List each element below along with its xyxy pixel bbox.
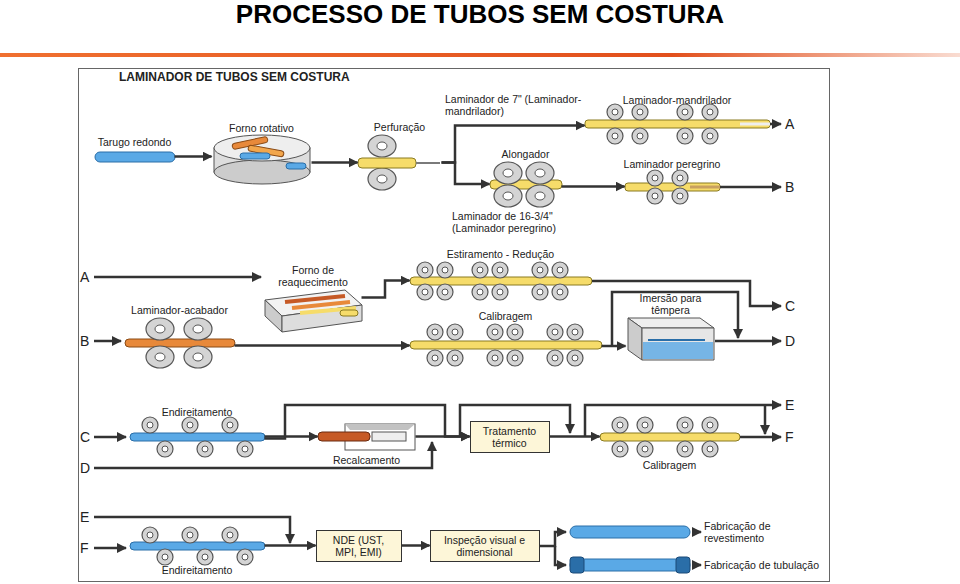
stage-caption: Imersão para têmpera <box>626 292 716 316</box>
flow-arrow <box>362 281 410 298</box>
process-stage: Laminador-mandrilador <box>585 108 770 144</box>
note-label: Laminador de 7" (Laminador-mandrilador) <box>445 93 585 117</box>
connector-letter: A <box>785 116 794 132</box>
flow-arrow <box>602 345 626 348</box>
note-label: Laminador de 16-3/4" (Laminador peregrin… <box>452 210 602 234</box>
flow-arrow <box>416 435 470 438</box>
flow-arrow <box>265 544 316 547</box>
stage-caption: Laminador-acabador <box>131 304 228 316</box>
flow-arrow <box>562 185 625 188</box>
process-stage: Laminador peregrino <box>625 172 720 202</box>
frame-panel: LAMINADOR DE TUBOS SEM COSTURA Tarugo red… <box>78 68 830 582</box>
box-text: NDE (UST, MPI, EMI) <box>322 534 396 558</box>
process-stage: Calibragem <box>600 419 740 457</box>
stage-caption: Calibragem <box>479 310 533 322</box>
stage-caption: Laminador-mandrilador <box>623 94 732 106</box>
connector-letter: D <box>80 460 90 476</box>
stage-caption: Endireitamento <box>162 564 233 576</box>
flow-arrow <box>175 155 212 158</box>
connector-letter: C <box>785 298 795 314</box>
connector-letter: C <box>80 429 90 445</box>
process-box: Inspeção visual e dimensional <box>430 530 540 562</box>
flow-arrow <box>550 435 600 438</box>
stage-caption: Estiramento - Redução <box>447 248 554 260</box>
flow-arrow <box>442 126 585 163</box>
process-stage: Calibragem <box>410 324 602 368</box>
process-stage: Imersão para têmpera <box>626 318 716 362</box>
flow-arrow <box>312 161 358 164</box>
connector-letter: E <box>80 509 89 525</box>
page-title: PROCESSO DE TUBOS SEM COSTURA <box>0 0 960 28</box>
note-label: Fabricação de tubulação <box>704 559 819 571</box>
connector-letter: B <box>785 179 794 195</box>
process-stage: Tarugo redondo <box>95 150 175 164</box>
process-stage: Forno de reaquecimento <box>265 290 362 332</box>
process-stage: Endireitamento <box>130 530 265 562</box>
process-stage: Estiramento - Redução <box>410 262 592 300</box>
box-text: Tratamento térmico <box>476 425 544 449</box>
connector-letter: F <box>785 429 794 445</box>
stage-caption: Tarugo redondo <box>98 136 172 148</box>
flow-arrow <box>442 163 490 185</box>
process-stage: Laminador-acabador <box>125 318 235 368</box>
stage-caption: Perfuração <box>374 121 425 133</box>
process-stage: Perfuração <box>358 135 442 191</box>
stage-caption: Laminador peregrino <box>624 158 721 170</box>
stage-caption: Forno rotativo <box>229 122 294 134</box>
connector-letter: B <box>80 333 89 349</box>
process-stage: Forno rotativo <box>212 136 312 184</box>
box-text: Inspeção visual e dimensional <box>436 534 534 558</box>
stage-caption: Calibragem <box>643 459 697 471</box>
stage-caption: Endireitamento <box>162 406 233 418</box>
process-stage: Endireitamento <box>130 420 265 458</box>
note-label: Fabricação de revestimento <box>704 520 819 544</box>
panel-heading: LAMINADOR DE TUBOS SEM COSTURA <box>119 70 350 84</box>
process-stage: Alongador <box>490 162 562 207</box>
flow-arrow <box>265 405 470 439</box>
flow-arrow <box>402 544 430 547</box>
connector-letter: A <box>80 269 89 285</box>
connector-letter: E <box>785 397 794 413</box>
connector-letter: D <box>785 333 795 349</box>
stage-caption: Forno de reaquecimento <box>266 264 361 288</box>
stage-caption: Alongador <box>502 148 550 160</box>
process-box: NDE (UST, MPI, EMI) <box>316 530 402 562</box>
process-stage: Recalcamento <box>318 422 416 452</box>
connector-letter: F <box>80 540 89 556</box>
flow-arrow <box>235 344 410 347</box>
stage-caption: Recalcamento <box>333 454 400 466</box>
process-box: Tratamento térmico <box>470 421 550 453</box>
